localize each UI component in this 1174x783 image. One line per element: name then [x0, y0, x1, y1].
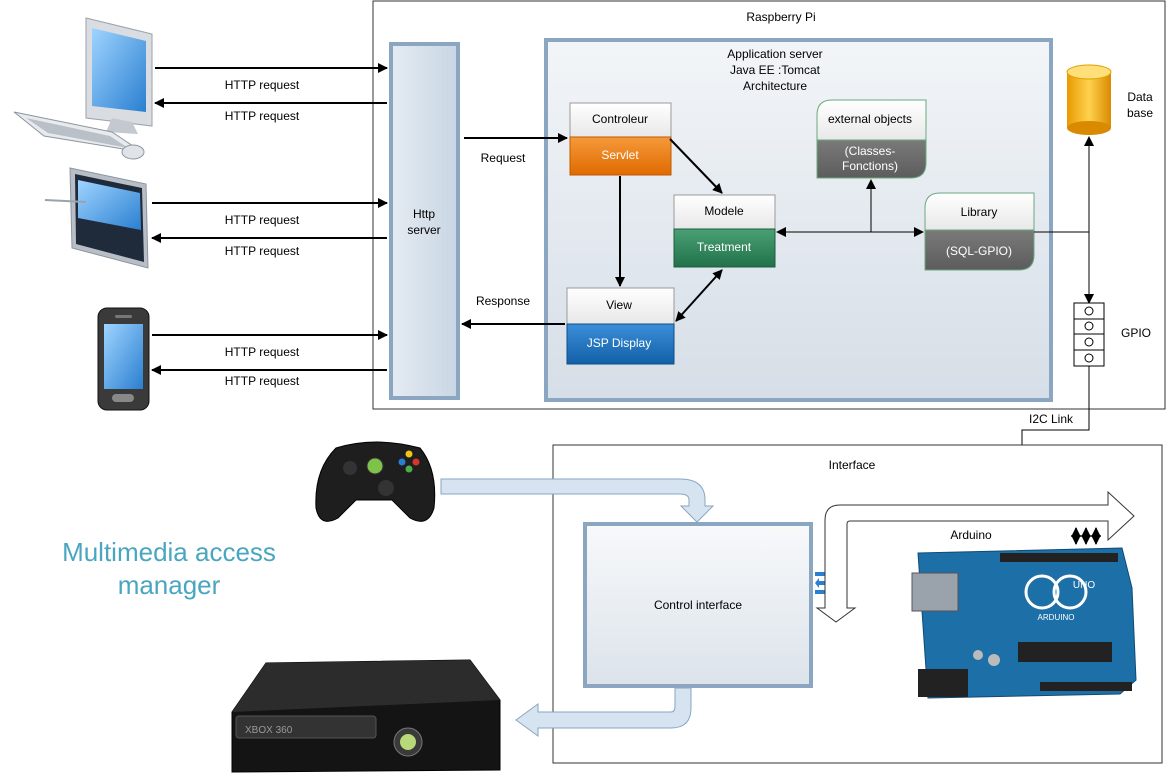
http-server-label-2: server [407, 223, 440, 237]
fonctions-label: Fonctions) [842, 159, 898, 173]
modele-label: Modele [704, 204, 744, 218]
http-request-label-3: HTTP request [225, 213, 300, 227]
gpio-label: GPIO [1121, 326, 1151, 340]
database-icon [1066, 64, 1112, 135]
interface-title: Interface [829, 458, 876, 472]
http-request-label-6: HTTP request [225, 374, 300, 388]
sql-gpio-label: (SQL-GPIO) [946, 244, 1012, 258]
xbox-label-text: XBOX 360 [245, 725, 293, 736]
control-interface-label: Control interface [654, 598, 742, 612]
modele-view-arrow [675, 269, 723, 322]
arduino-model-text: UNO [1073, 580, 1095, 591]
library-links [776, 136, 1094, 304]
http-request-label-5: HTTP request [225, 345, 300, 359]
controller-input-arrow [440, 478, 715, 523]
app-server-line1: Application server [727, 47, 822, 61]
database-label-2: base [1127, 106, 1153, 120]
diagram-title-line-2: manager [118, 570, 221, 600]
xbox-controller-icon [315, 441, 436, 522]
response-label: Response [476, 294, 530, 308]
i2c-link-label: I2C Link [1029, 412, 1074, 426]
raspberry-pi-title: Raspberry Pi [746, 10, 815, 24]
external-objects-label: external objects [828, 112, 912, 126]
external-objects-box: external objects (Classes- Fonctions) [816, 99, 927, 179]
app-server-line3: Architecture [743, 79, 807, 93]
desktop-computer-icon [13, 17, 153, 160]
xbox-output-arrow [515, 687, 692, 737]
arduino-label: Arduino [950, 528, 992, 542]
controleur-to-modele-arrow [669, 138, 723, 194]
database-label-1: Data [1127, 90, 1153, 104]
client-arrows [151, 63, 388, 375]
modele-box: Modele Treatment [673, 194, 776, 268]
http-request-label-2: HTTP request [225, 109, 300, 123]
internal-arrows [461, 133, 723, 329]
arduino-brand-text: ARDUINO [1038, 613, 1075, 622]
servlet-label: Servlet [601, 148, 639, 162]
http-request-label-4: HTTP request [225, 244, 300, 258]
diagram-title-line-1: Multimedia access [62, 537, 276, 567]
xbox-console-icon: XBOX 360 [231, 659, 501, 773]
arduino-io-arrows [1071, 527, 1101, 545]
controleur-label: Controleur [592, 112, 648, 126]
arduino-loop-arrow [815, 490, 1135, 623]
classes-label: (Classes- [845, 144, 896, 158]
http-server-box [393, 46, 456, 396]
gpio-connector [1073, 302, 1105, 367]
http-server-label-1: Http [413, 207, 435, 221]
smartphone-icon [97, 307, 150, 411]
control-interface-box [587, 526, 809, 684]
controleur-box: Controleur Servlet [569, 102, 672, 176]
laptop-icon [44, 167, 149, 269]
app-server-line2: Java EE :Tomcat [730, 63, 821, 77]
treatment-label: Treatment [697, 240, 752, 254]
library-label: Library [961, 205, 998, 219]
http-request-label-1: HTTP request [225, 78, 300, 92]
view-box: View JSP Display [566, 287, 675, 365]
jsp-display-label: JSP Display [587, 336, 651, 350]
library-box: Library (SQL-GPIO) [924, 192, 1035, 271]
request-label: Request [481, 151, 526, 165]
arduino-board-icon: UNO ARDUINO [911, 547, 1137, 699]
view-label: View [606, 298, 632, 312]
